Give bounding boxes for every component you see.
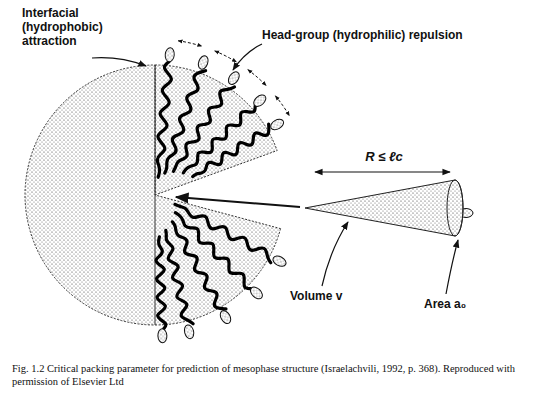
repulsion-arrow <box>215 51 237 62</box>
head-group <box>165 47 175 62</box>
head-groups <box>158 41 473 343</box>
hydrocarbon-chain <box>175 213 250 289</box>
micelle-sector <box>25 65 281 325</box>
surfactant-cone <box>305 180 463 236</box>
callout-label: Volume v <box>290 289 342 303</box>
head-group <box>271 254 288 269</box>
callout-label: Head-group (hydrophilic) repulsion <box>262 28 463 42</box>
leader-lines <box>92 44 458 294</box>
callout-label: Area a₀ <box>424 297 466 311</box>
hydrocarbon-chain <box>156 237 166 329</box>
leader-line <box>233 44 262 70</box>
head-group <box>158 329 168 343</box>
repulsion-arrow <box>248 70 266 86</box>
head-group <box>218 309 233 326</box>
head-group <box>183 324 195 340</box>
hydrocarbon-chain <box>172 222 226 309</box>
repulsion-arrow <box>275 96 289 116</box>
dimension-arrow <box>315 171 450 172</box>
repulsion-arrow <box>178 41 202 47</box>
insert-arrow <box>176 197 300 207</box>
head-group <box>252 93 268 109</box>
callout-label: Interfacial (hydrophobic) attraction <box>22 6 122 48</box>
head-group <box>226 70 241 87</box>
hydrocarbon-chain <box>193 124 269 176</box>
dimension-label: R ≤ ℓc <box>352 150 416 164</box>
head-group <box>197 54 210 70</box>
micelle-sector <box>155 65 277 195</box>
leader-line <box>92 58 146 66</box>
head-group <box>248 285 264 301</box>
micelle-sphere <box>25 65 281 325</box>
figure-caption: Fig. 1.2 Critical packing parameter for … <box>12 362 542 388</box>
hydrocarbon-chain <box>166 230 193 323</box>
head-group <box>269 117 286 132</box>
section-line <box>155 65 156 325</box>
hydrocarbon-chain <box>157 62 171 178</box>
leader-line <box>322 222 348 286</box>
leader-line <box>446 240 458 294</box>
